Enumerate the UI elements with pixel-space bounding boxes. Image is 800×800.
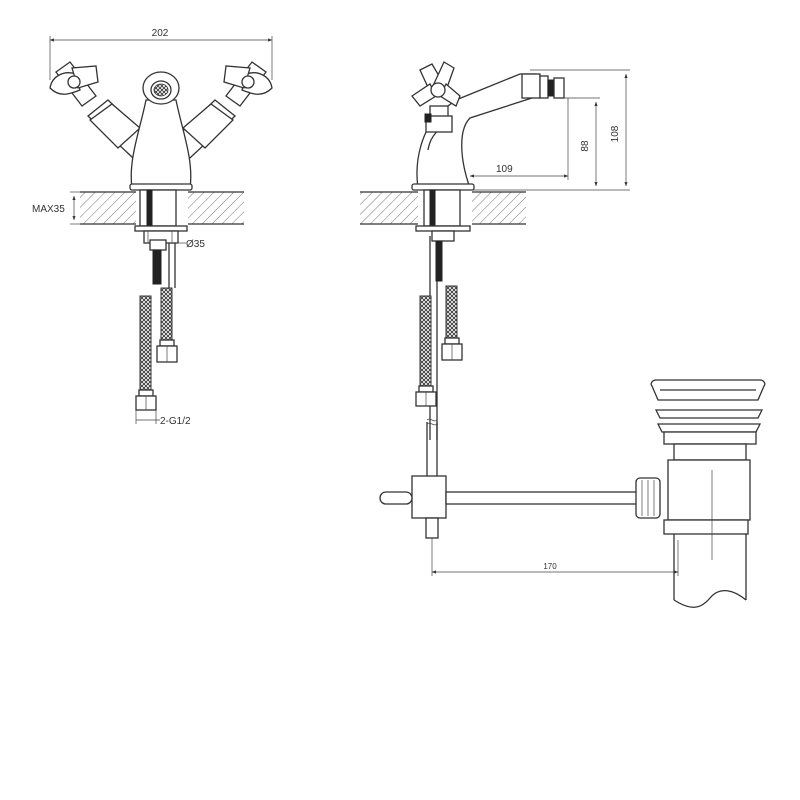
tap-body-front <box>49 61 273 191</box>
thickness-label: MAX35 <box>32 204 65 215</box>
pop-up-waste <box>635 379 766 608</box>
thread-dimension: 2-G1/2 <box>135 410 191 427</box>
rod-length-label: 170 <box>543 562 557 571</box>
rod-length-dimension: 170 <box>431 538 679 576</box>
shank-front <box>134 189 188 288</box>
tap-body-side <box>411 61 565 191</box>
height-dimension: 108 <box>470 69 630 191</box>
thread-label: 2-G1/2 <box>160 416 191 427</box>
reach-label: 109 <box>496 164 513 175</box>
lift-rod <box>379 418 641 539</box>
width-label: 202 <box>152 28 169 39</box>
thickness-dimension: MAX35 <box>32 191 80 225</box>
height-label: 108 <box>610 125 621 142</box>
reach-dimension: 109 <box>469 98 569 180</box>
right-handle <box>223 61 273 107</box>
flexible-hoses-side <box>415 285 463 407</box>
hole-dimension: Ø35 <box>176 239 205 250</box>
side-view: 108 88 109 <box>360 61 766 608</box>
flexible-hoses-front <box>135 287 178 411</box>
left-handle <box>49 61 99 107</box>
spout-height-label: 88 <box>580 140 591 152</box>
spout-height-dimension: 88 <box>560 97 600 187</box>
front-view: 202 MAX35 <box>32 28 273 427</box>
hole-label: Ø35 <box>186 239 205 250</box>
width-dimension: 202 <box>49 28 273 80</box>
